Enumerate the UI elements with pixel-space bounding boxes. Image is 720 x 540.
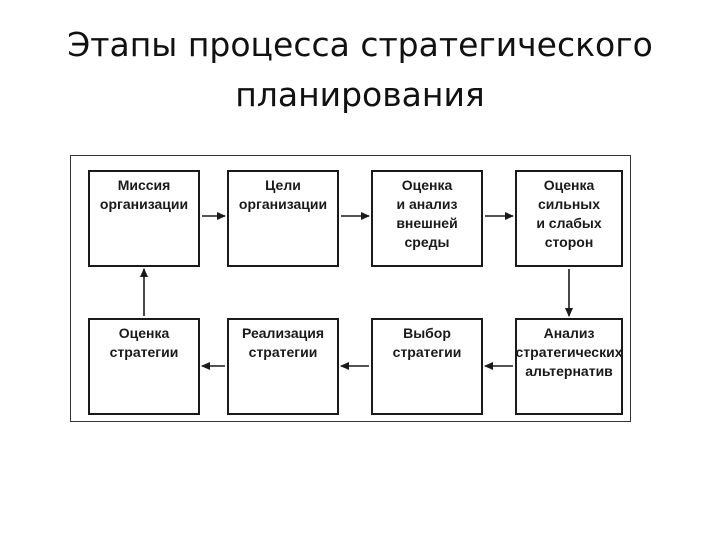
stage-label-line: альтернатив	[525, 363, 613, 379]
diagram-frame	[70, 155, 631, 422]
stage-alternatives: Анализ стратегических альтернатив	[515, 318, 623, 415]
stage-mission: Миссия организации	[88, 170, 200, 267]
stage-label-line: стратегических	[515, 344, 623, 360]
stage-implementation: Реализация стратегии	[227, 318, 339, 415]
stage-label-line: стратегии	[392, 344, 462, 360]
stage-label-line: Оценка	[543, 177, 595, 193]
slide-title: Этапы процесса стратегического планирова…	[40, 20, 680, 120]
stage-label-line: стратегии	[248, 344, 318, 360]
stage-label-line: стратегии	[109, 344, 179, 360]
stage-label-line: организации	[238, 196, 328, 212]
stage-label-line: и анализ	[396, 196, 458, 212]
stage-goals: Цели организации	[227, 170, 339, 267]
stage-label-line: и слабых	[536, 215, 602, 231]
stage-label-line: Миссия	[117, 177, 171, 193]
stage-label-line: Оценка	[118, 325, 170, 341]
stage-label-line: Цели	[265, 177, 301, 193]
stage-label-line: Реализация	[241, 325, 324, 341]
stage-label-line: сильных	[537, 196, 601, 212]
stage-label-line: Выбор	[403, 325, 451, 341]
stage-label-line: организации	[99, 196, 189, 212]
stage-label-line: Оценка	[401, 177, 453, 193]
stage-label-line: сторон	[544, 234, 594, 250]
slide-title-line-2: планирования	[235, 75, 485, 114]
stage-choice: Выбор стратегии	[371, 318, 483, 415]
stage-evaluation: Оценка стратегии	[88, 318, 200, 415]
stage-label-line: среды	[404, 234, 450, 250]
slide-title-line-1: Этапы процесса стратегического	[67, 25, 653, 64]
stage-swot: Оценка сильных и слабых сторон	[515, 170, 623, 267]
stage-label-line: Анализ	[543, 325, 595, 341]
stage-external: Оценка и анализ внешней среды	[371, 170, 483, 267]
stage-label-line: внешней	[396, 215, 458, 231]
